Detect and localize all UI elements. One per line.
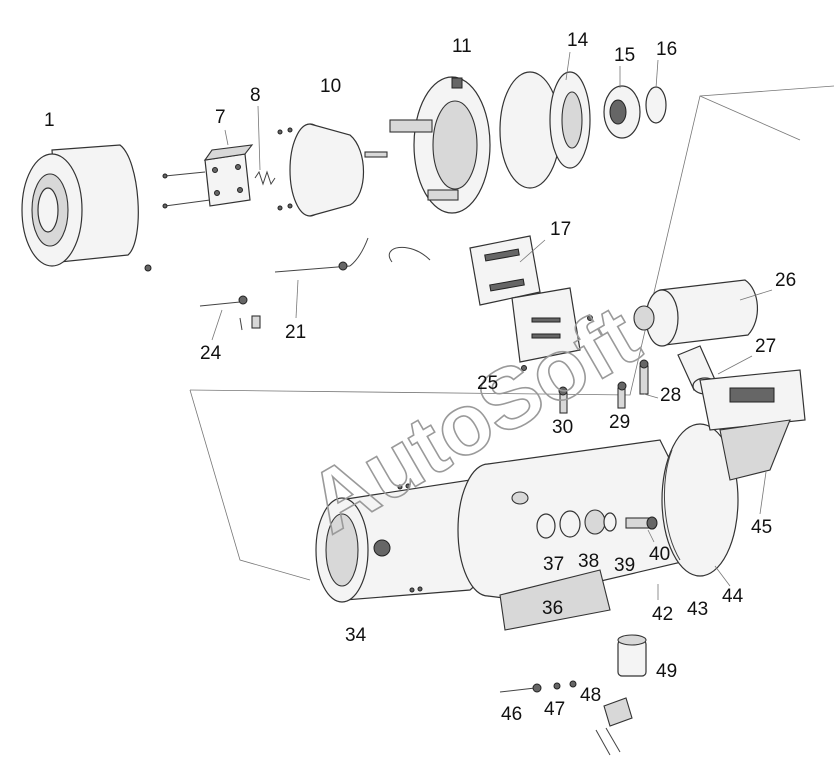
part-washer xyxy=(645,86,667,124)
callout-label: 37 xyxy=(543,554,564,575)
callout-label: 48 xyxy=(580,685,601,706)
callout-label: 30 xyxy=(552,417,573,438)
part-shaft xyxy=(199,295,261,331)
part-fan-wheel xyxy=(499,71,591,189)
callout-label: 11 xyxy=(452,36,472,57)
callout-label: 42 xyxy=(652,604,673,625)
callout-label: 28 xyxy=(660,385,681,406)
assembly-outline xyxy=(189,85,834,581)
part-mounting-plate xyxy=(469,235,541,306)
callout-label: 46 xyxy=(501,704,522,725)
part-mounting-flange xyxy=(389,76,491,214)
part-main-housing xyxy=(457,439,701,631)
part-blast-tube xyxy=(315,479,486,603)
callout-label: 49 xyxy=(656,661,677,682)
callout-label: 21 xyxy=(285,322,306,343)
part-terminal-plate xyxy=(162,144,254,209)
callout-label: 7 xyxy=(215,107,226,128)
part-nozzle-holder xyxy=(558,359,649,414)
callout-label: 39 xyxy=(614,555,635,576)
part-pump-body xyxy=(633,279,759,347)
callout-label: 29 xyxy=(609,412,630,433)
part-ignition-electrode xyxy=(274,237,431,273)
callout-label: 27 xyxy=(755,336,776,357)
callout-label: 1 xyxy=(44,110,55,131)
callout-label: 34 xyxy=(345,625,367,646)
callout-label: 44 xyxy=(722,586,744,607)
callout-labels: 1 7 8 10 11 14 15 16 17 21 24 25 26 27 2… xyxy=(44,30,796,725)
callout-label: 43 xyxy=(687,599,708,620)
callout-label: 26 xyxy=(775,270,796,291)
part-housing-cover-disk xyxy=(661,423,739,577)
part-air-damper xyxy=(699,369,806,481)
callout-label: 14 xyxy=(567,30,589,51)
part-housing-cover xyxy=(21,144,152,272)
part-fuel-pump-small xyxy=(499,634,647,756)
part-hub xyxy=(603,85,641,139)
part-motor xyxy=(277,123,388,217)
leader-lines xyxy=(211,51,773,600)
callout-label: 47 xyxy=(544,699,565,720)
callout-label: 38 xyxy=(578,551,599,572)
callout-label: 15 xyxy=(614,45,635,66)
callout-label: 8 xyxy=(250,85,261,106)
callout-label: 17 xyxy=(550,219,571,240)
callout-label: 24 xyxy=(200,343,222,364)
callout-label: 40 xyxy=(649,544,670,565)
callout-label: 45 xyxy=(751,517,772,538)
callout-label: 25 xyxy=(477,373,498,394)
part-bracket xyxy=(511,287,593,371)
part-seal-set xyxy=(536,509,658,539)
callout-label: 36 xyxy=(542,598,563,619)
callout-label: 10 xyxy=(320,76,341,97)
callout-label: 16 xyxy=(656,39,677,60)
part-spring xyxy=(254,170,276,186)
